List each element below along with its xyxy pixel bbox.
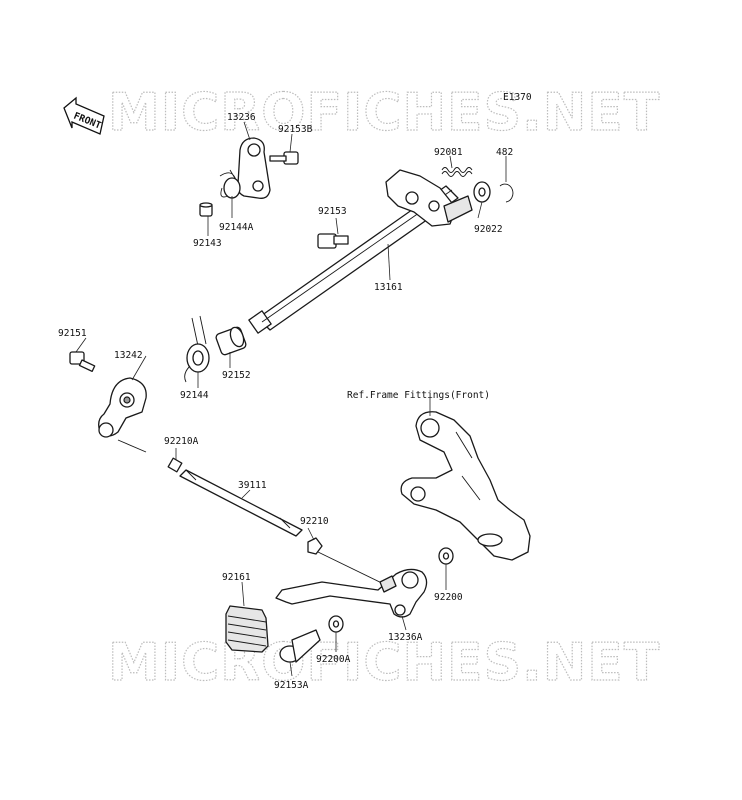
label-92022: 92022 <box>474 224 503 235</box>
label-92152: 92152 <box>222 370 251 381</box>
washer-92200 <box>438 547 454 565</box>
collar-92143 <box>199 202 213 217</box>
label-92200: 92200 <box>434 592 463 603</box>
label-39111: 39111 <box>238 480 267 491</box>
bolt-92153B <box>269 151 299 165</box>
watermark-top: MICROFICHES.NET <box>108 83 660 143</box>
label-92081: 92081 <box>434 147 463 158</box>
spring-92144 <box>184 315 210 383</box>
linkage-line <box>317 551 389 587</box>
rod-end-92210A <box>117 439 183 473</box>
label-92200A: 92200A <box>316 654 351 665</box>
label-92151: 92151 <box>58 328 87 339</box>
frame-fitting <box>400 411 531 561</box>
label-92153: 92153 <box>318 206 347 217</box>
pedal-rubber-92161 <box>225 605 269 653</box>
label-92153A: 92153A <box>274 680 309 691</box>
watermark-bottom: MICROFICHES.NET <box>108 633 660 693</box>
tie-rod-39111 <box>179 469 303 537</box>
label-92153B: 92153B <box>278 124 313 135</box>
label-13242: 13242 <box>114 350 143 361</box>
label-92144A: 92144A <box>219 222 254 233</box>
diagram-code: E1370 <box>503 92 532 103</box>
spring-92144A <box>219 169 241 199</box>
shift-arm-13242 <box>98 377 147 438</box>
shift-arm-13236 <box>236 137 271 199</box>
label-482: 482 <box>496 147 513 158</box>
washer-92022 <box>473 181 491 203</box>
spring-92081 <box>441 167 473 177</box>
label-13161: 13161 <box>374 282 403 293</box>
circlip-482 <box>499 183 514 203</box>
shift-shaft-13161 <box>248 185 459 334</box>
label-13236: 13236 <box>227 112 256 123</box>
reference-note: Ref.Frame Fittings(Front) <box>347 390 490 401</box>
bolt-92153 <box>317 233 349 249</box>
nut-92210 <box>307 537 323 555</box>
collar-92152 <box>215 326 247 356</box>
washer-92200A <box>328 615 344 633</box>
shaft-end-plate <box>385 169 473 227</box>
front-arrow-icon: FRONT <box>63 96 105 135</box>
label-92210A: 92210A <box>164 436 199 447</box>
shift-pedal-13236A <box>275 568 428 618</box>
bolt-92151 <box>69 351 96 373</box>
label-92143: 92143 <box>193 238 222 249</box>
label-92144: 92144 <box>180 390 209 401</box>
label-13236A: 13236A <box>388 632 423 643</box>
leader-lines <box>75 121 507 677</box>
label-92161: 92161 <box>222 572 251 583</box>
label-92210: 92210 <box>300 516 329 527</box>
